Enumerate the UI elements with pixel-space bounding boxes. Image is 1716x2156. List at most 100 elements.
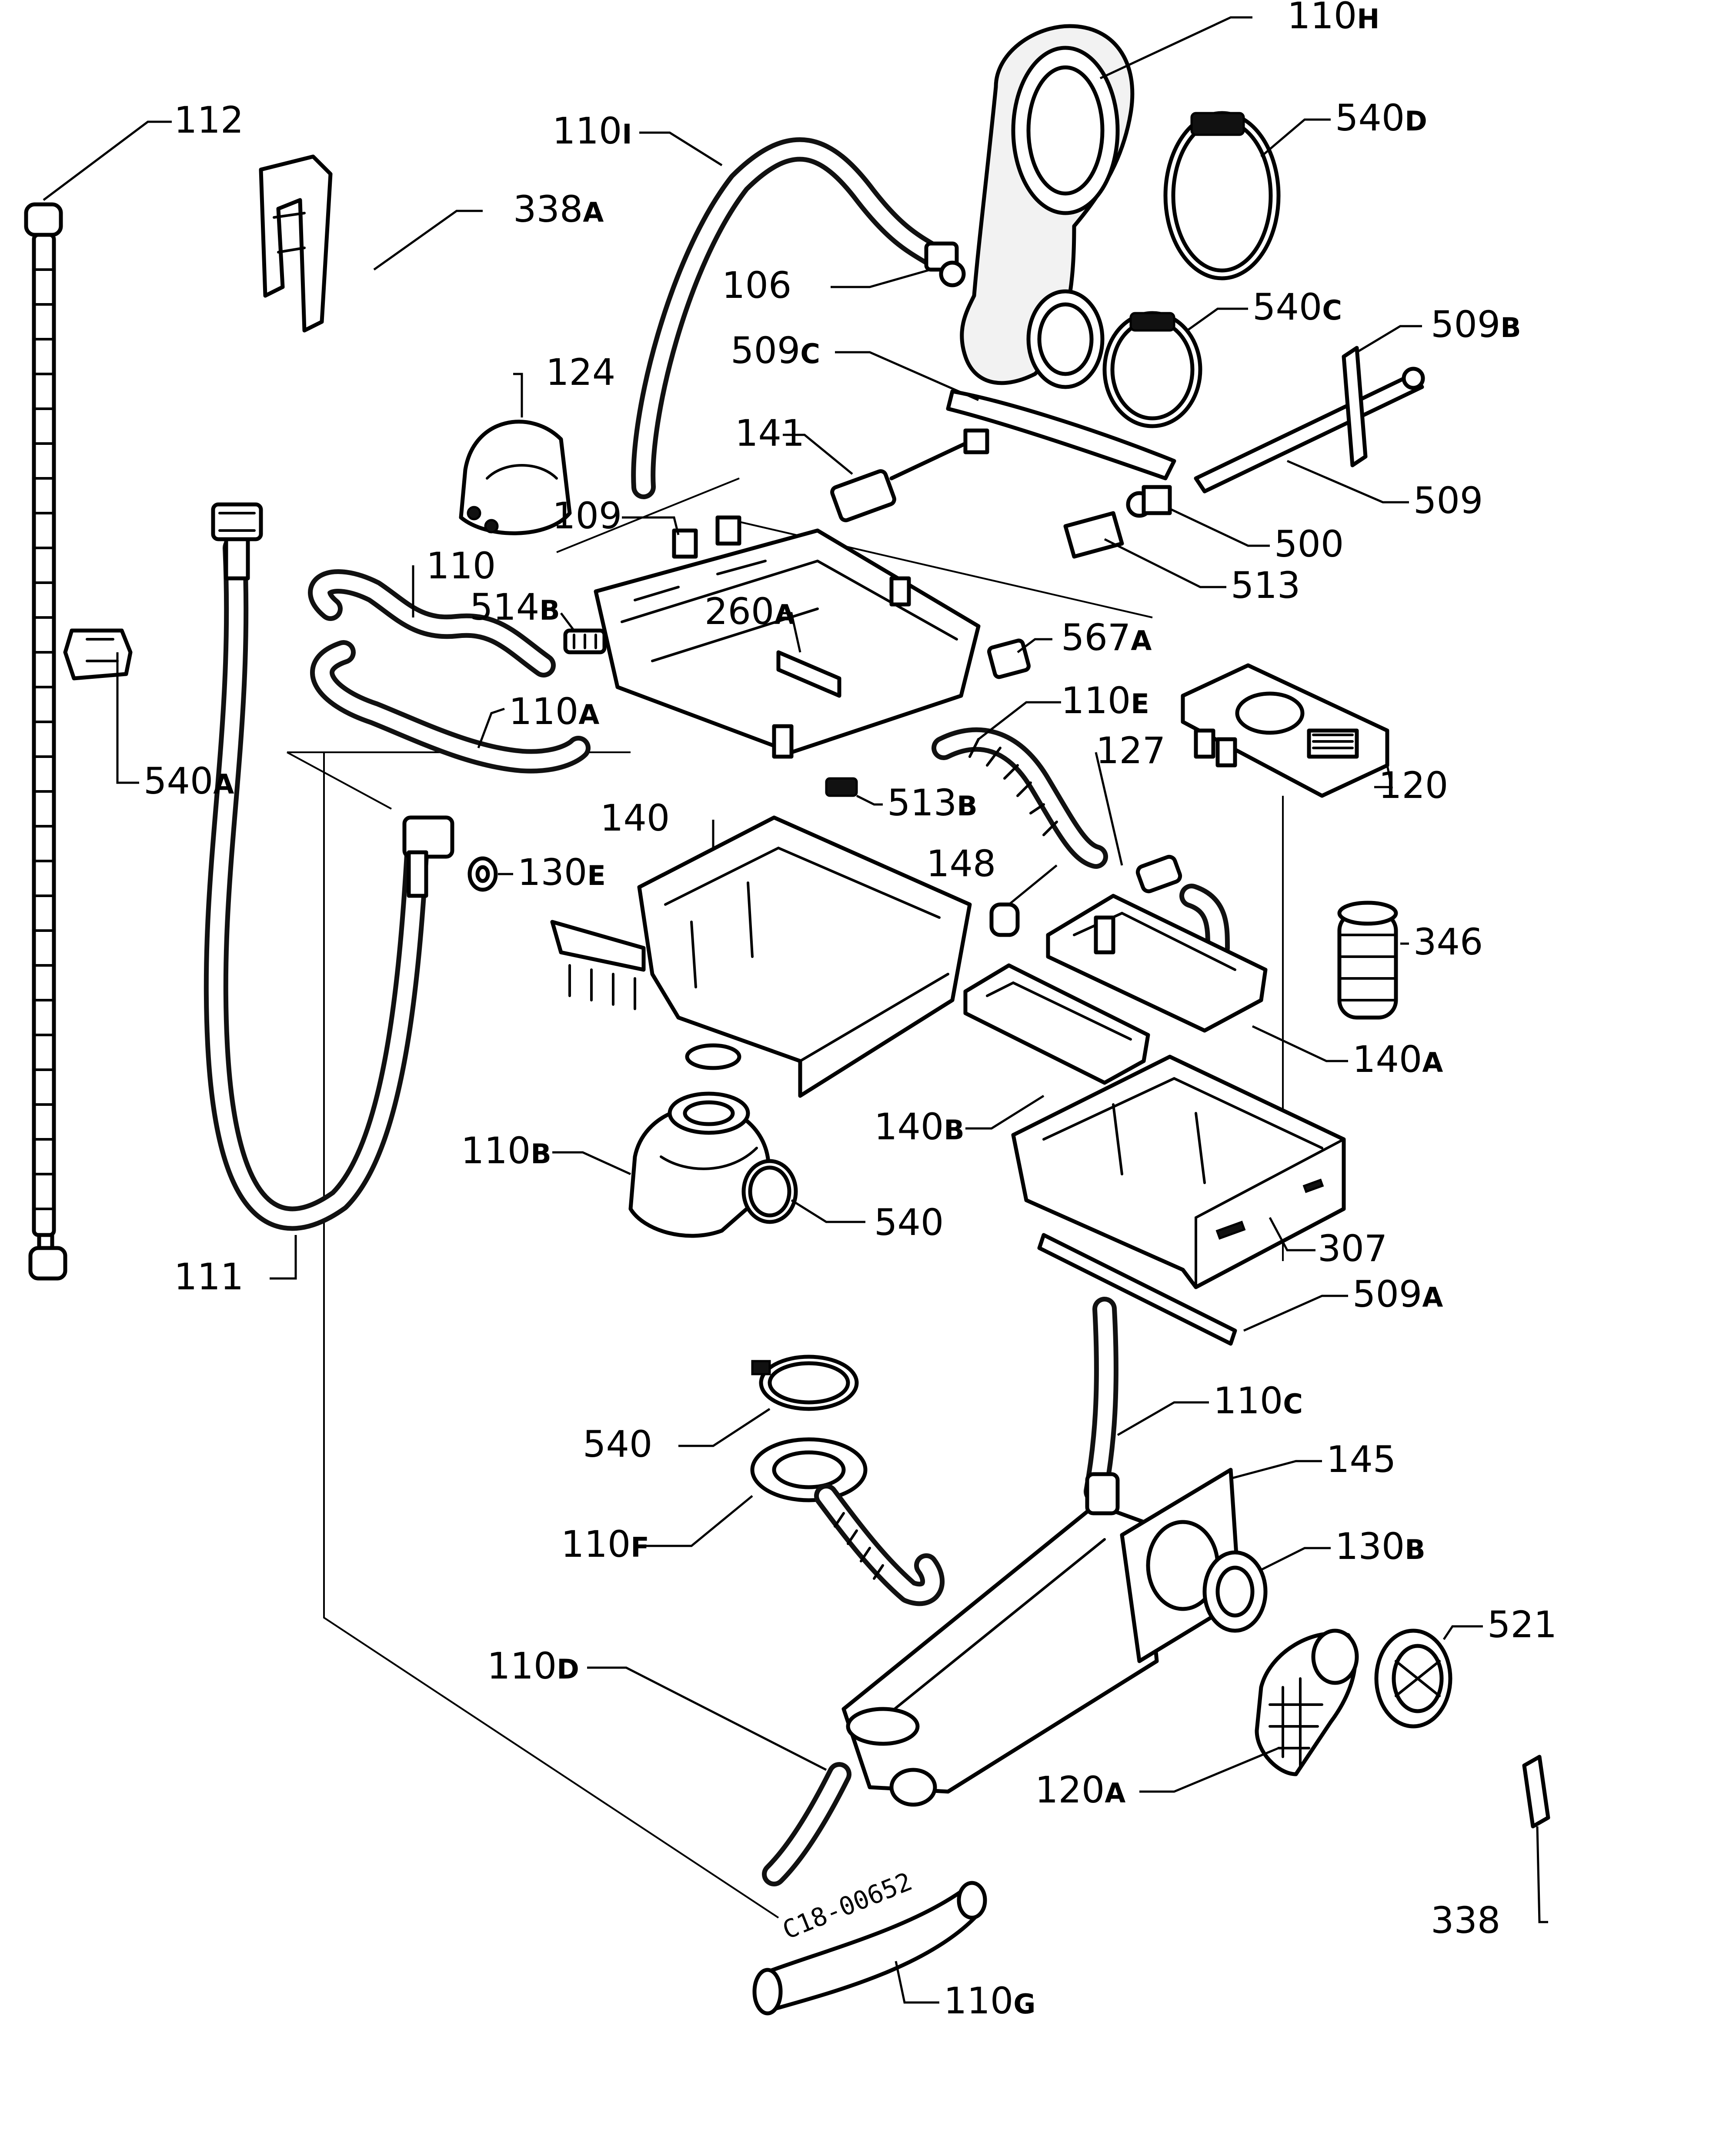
part-111-supply-hose bbox=[204, 502, 454, 1231]
part-513b-clip bbox=[825, 777, 858, 797]
callout-number: 514 bbox=[470, 586, 539, 628]
callout-suffix: H bbox=[1357, 3, 1379, 35]
part-110e-hose bbox=[931, 727, 1108, 869]
part-110-hose bbox=[308, 569, 556, 678]
part-112-corrugated-hose bbox=[24, 202, 67, 1281]
callout-number: 110 bbox=[944, 1979, 1013, 2022]
callout-suffix: C bbox=[1283, 1388, 1303, 1420]
callout-suffix: B bbox=[531, 1138, 551, 1170]
callout-number: 500 bbox=[1274, 523, 1344, 565]
callout-540c: 540C bbox=[1252, 286, 1342, 328]
callout-number: 110 bbox=[426, 544, 496, 587]
callout-suffix: A bbox=[583, 197, 604, 228]
callout-110b: 110B bbox=[461, 1129, 551, 1172]
callout-suffix: E bbox=[1131, 688, 1149, 720]
callout-540d: 540D bbox=[1335, 97, 1427, 139]
part-307-drawer bbox=[1011, 1055, 1346, 1289]
callout-127: 127 bbox=[1096, 729, 1165, 772]
callout-number: 124 bbox=[546, 351, 615, 394]
callout-509: 509 bbox=[1413, 479, 1483, 522]
callout-number: 509 bbox=[1352, 1273, 1422, 1315]
part-509a-rod bbox=[1037, 1233, 1237, 1346]
part-130e-washer bbox=[467, 856, 498, 892]
callout-120a: 120A bbox=[1035, 1769, 1125, 1811]
callout-number: 110 bbox=[552, 110, 622, 152]
part-346-bellows bbox=[1337, 901, 1398, 1020]
part-338-clip bbox=[1522, 1755, 1550, 1829]
callout-109: 109 bbox=[552, 494, 622, 537]
part-540-clamp-upper bbox=[741, 1159, 798, 1224]
callout-number: 120 bbox=[1379, 764, 1448, 807]
callout-suffix: A bbox=[774, 599, 795, 631]
callout-number: 509 bbox=[1413, 479, 1483, 522]
callout-number: 106 bbox=[722, 264, 791, 307]
part-120a-elbow bbox=[1255, 1629, 1359, 1776]
callout-suffix: B bbox=[957, 790, 977, 822]
callout-521: 521 bbox=[1487, 1603, 1557, 1646]
callout-120: 120 bbox=[1379, 764, 1448, 807]
part-148-cap bbox=[989, 902, 1020, 937]
callout-number: 338 bbox=[1431, 1899, 1500, 1942]
callout-number: 120 bbox=[1035, 1769, 1105, 1811]
callout-suffix: A bbox=[578, 699, 599, 731]
callout-number: 513 bbox=[1231, 564, 1300, 607]
callout-148: 148 bbox=[926, 842, 996, 885]
part-140b-insert bbox=[963, 963, 1150, 1085]
leader-lines bbox=[43, 16, 1548, 2004]
callout-number: 110 bbox=[1061, 679, 1131, 722]
callout-number: 540 bbox=[874, 1201, 944, 1244]
part-509b-tab bbox=[1342, 346, 1368, 467]
callout-number: 540 bbox=[1335, 97, 1405, 139]
callout-540-upper: 540 bbox=[874, 1201, 944, 1244]
callout-suffix: A bbox=[1131, 625, 1152, 657]
part-509c-lever bbox=[946, 389, 1176, 481]
part-110c-pipe bbox=[1084, 1297, 1118, 1504]
callout-suffix: A bbox=[1105, 1777, 1125, 1809]
callout-140: 140 bbox=[600, 797, 670, 839]
part-127-fitting bbox=[1135, 854, 1230, 960]
part-140a-insert bbox=[1046, 894, 1268, 1033]
part-540a-clip bbox=[63, 628, 133, 681]
part-110g-drain-outlet bbox=[752, 1881, 987, 2016]
callout-509b: 509B bbox=[1431, 303, 1521, 346]
callout-number: 145 bbox=[1326, 1438, 1396, 1481]
callout-130b: 130B bbox=[1335, 1525, 1426, 1568]
callout-106: 106 bbox=[722, 264, 791, 307]
callout-suffix: G bbox=[1013, 1988, 1035, 2020]
part-500-screw bbox=[1126, 485, 1172, 518]
part-140-dispenser-housing bbox=[550, 815, 972, 1098]
part-513-bracket bbox=[1063, 511, 1124, 559]
callout-number: 338 bbox=[513, 188, 583, 230]
part-110h-bellows bbox=[960, 24, 1135, 389]
part-540-clamp-lower bbox=[751, 1355, 859, 1411]
callout-number: 513 bbox=[887, 781, 957, 824]
callout-307: 307 bbox=[1318, 1227, 1387, 1270]
part-130b-seal bbox=[1202, 1550, 1268, 1633]
callout-140b: 140B bbox=[874, 1105, 965, 1148]
callout-suffix: B bbox=[539, 594, 560, 626]
part-514b-nozzle bbox=[563, 628, 607, 654]
callout-130e: 130E bbox=[517, 851, 606, 894]
part-540c-clamp bbox=[1102, 311, 1202, 428]
callout-140a: 140A bbox=[1352, 1038, 1443, 1081]
callout-number: 540 bbox=[1252, 286, 1322, 328]
callout-141: 141 bbox=[735, 412, 805, 454]
callout-suffix: B bbox=[944, 1114, 964, 1146]
callout-346: 346 bbox=[1413, 921, 1483, 963]
callout-111: 111 bbox=[174, 1255, 244, 1298]
callout-110c: 110C bbox=[1213, 1379, 1303, 1422]
callout-suffix: D bbox=[1405, 105, 1427, 137]
part-124-cover bbox=[459, 420, 572, 535]
callout-110d: 110D bbox=[487, 1645, 579, 1687]
callout-number: 110 bbox=[487, 1645, 557, 1687]
callout-number: 140 bbox=[600, 797, 670, 839]
callout-number: 260 bbox=[704, 590, 774, 633]
callout-110: 110 bbox=[426, 544, 496, 587]
callout-567a: 567A bbox=[1061, 616, 1152, 659]
callout-number: 307 bbox=[1318, 1227, 1387, 1270]
callout-number: 112 bbox=[174, 99, 244, 141]
callout-338a: 338A bbox=[513, 188, 604, 230]
part-109-valve-plate bbox=[594, 515, 981, 759]
callout-540a: 540A bbox=[144, 760, 234, 802]
callout-number: 130 bbox=[1335, 1525, 1405, 1568]
